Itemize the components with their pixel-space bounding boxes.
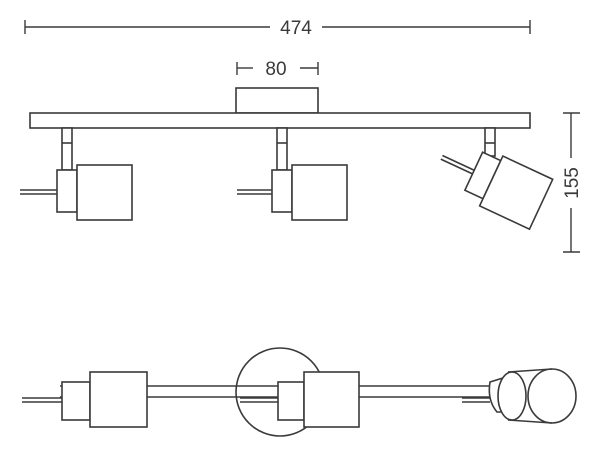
spot-1-top — [22, 371, 148, 428]
front-view — [20, 87, 554, 231]
width-dimension: 474 — [24, 18, 531, 39]
spot-3-top — [462, 368, 577, 424]
plate-dimension: 80 — [236, 59, 319, 80]
height-dimension: 155 — [562, 112, 583, 253]
top-view — [22, 347, 577, 437]
spot-3 — [440, 127, 554, 231]
spot-2-top — [240, 371, 360, 428]
spot-1 — [20, 127, 133, 221]
height-dimension-label: 155 — [562, 167, 583, 199]
mounting-plate — [235, 87, 319, 114]
spot-2 — [237, 127, 348, 221]
plate-dimension-label: 80 — [265, 59, 286, 80]
width-dimension-label: 474 — [280, 18, 312, 39]
mounting-bar — [29, 112, 531, 129]
